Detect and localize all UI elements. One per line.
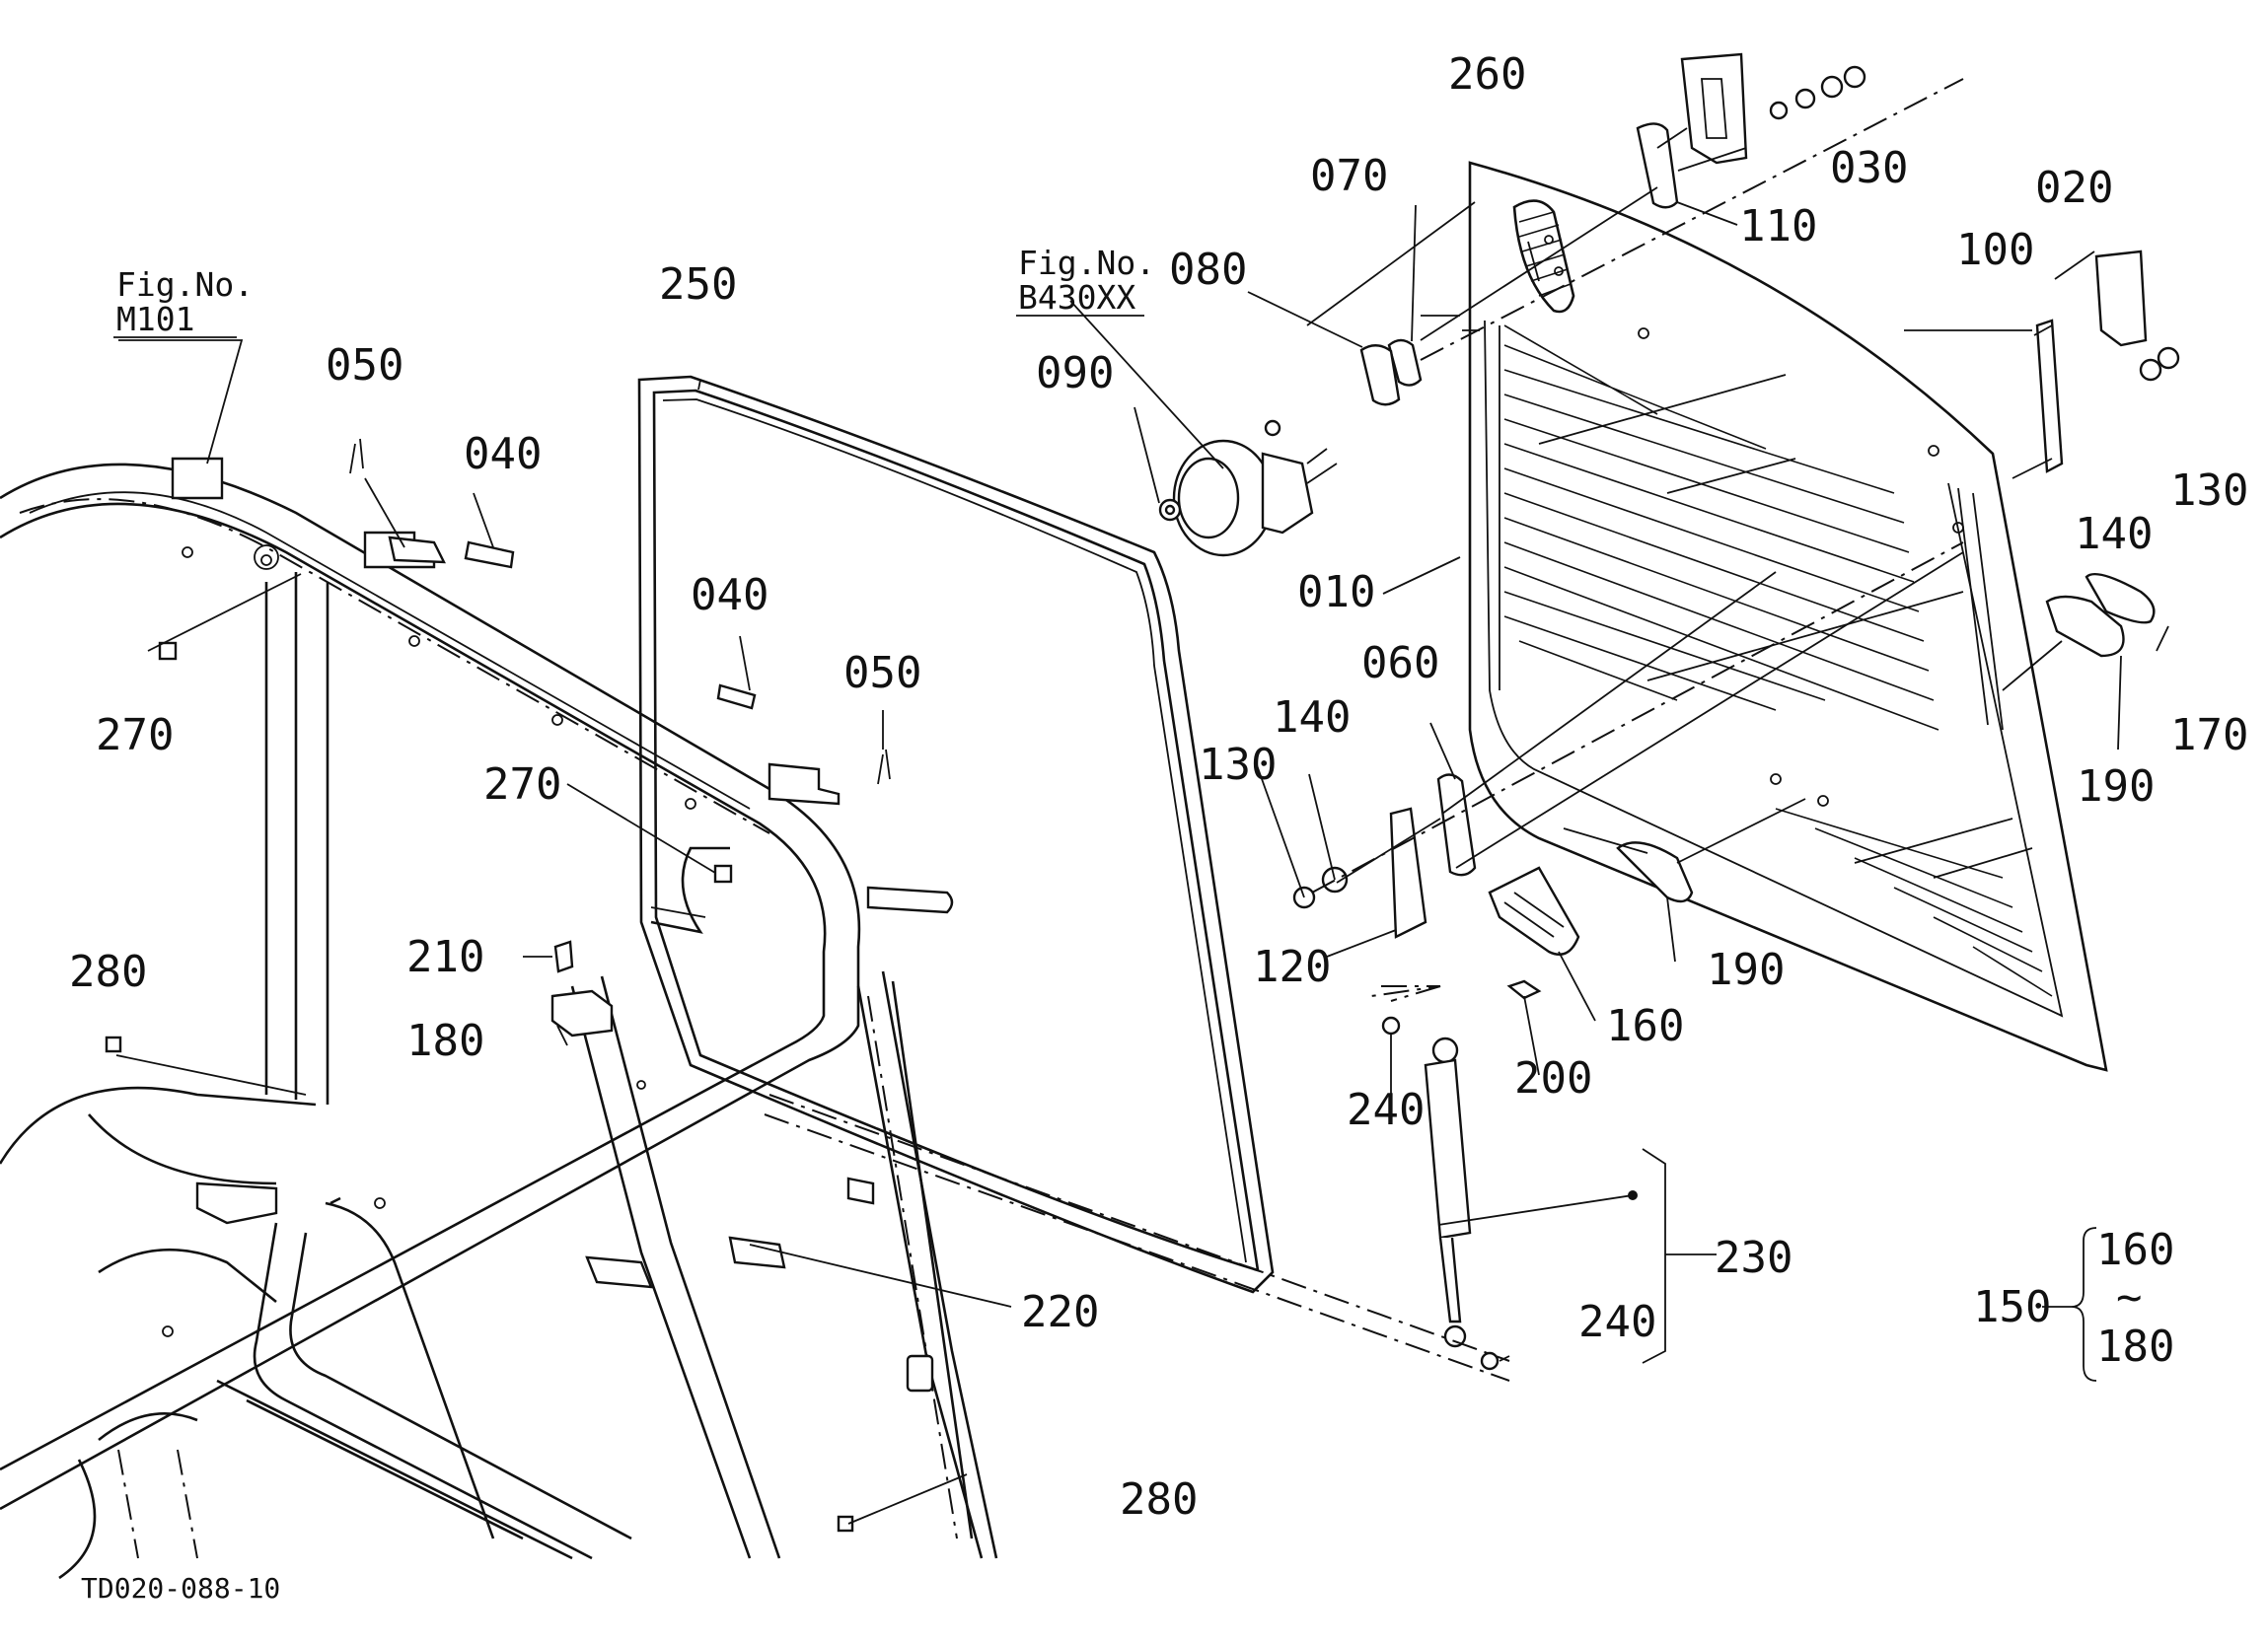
rear-glass-010: [1468, 161, 2108, 1072]
callout-130-left: 130: [1199, 740, 1277, 790]
set-group-tilde: ~: [2116, 1272, 2143, 1323]
callout-030: 030: [1830, 143, 1908, 193]
wiper-motor-080: [1158, 419, 1338, 557]
set-group-from: 160: [2096, 1225, 2174, 1275]
callout-270-center: 270: [483, 759, 561, 810]
callout-100: 100: [1956, 225, 2034, 275]
callout-130-right: 130: [2170, 465, 2248, 516]
callout-280-bottom: 280: [1120, 1474, 1198, 1525]
callout-110: 110: [1739, 201, 1817, 251]
set-group-to: 180: [2096, 1322, 2174, 1372]
callout-060: 060: [1361, 638, 1439, 688]
fig-ref-b430xx-line1: Fig.No.: [1018, 244, 1155, 282]
callout-050-left: 050: [326, 340, 403, 391]
callout-280-left: 280: [69, 947, 147, 997]
callout-labels: 010 020 030 040 040 050 050 060 070 080 …: [69, 49, 2248, 1525]
callout-080: 080: [1169, 245, 1247, 295]
callout-050-center: 050: [843, 648, 921, 698]
fig-ref-m101-line2: M101: [116, 300, 194, 338]
callout-260: 260: [1448, 49, 1526, 100]
callout-040-right: 040: [464, 429, 542, 479]
callout-070: 070: [1310, 151, 1388, 201]
callout-140-right: 140: [2075, 509, 2153, 559]
callout-090: 090: [1036, 348, 1114, 398]
set-group-label: 150: [1973, 1282, 2051, 1332]
callout-170: 170: [2170, 710, 2248, 760]
callout-240-lower: 240: [1578, 1297, 1656, 1347]
fig-ref-b430xx-line2: B430XX: [1018, 278, 1135, 317]
leader-lines: [115, 78, 2169, 1525]
set-group-150: 150 160 ~ 180: [1973, 1225, 2174, 1372]
diagram-code: TD020-088-10: [81, 1572, 280, 1605]
callout-250: 250: [659, 259, 737, 310]
callout-190-lower: 190: [1707, 945, 1785, 995]
cab-frame: [0, 457, 998, 1580]
callout-270-left: 270: [96, 710, 174, 760]
callout-230: 230: [1715, 1233, 1792, 1283]
hinge-plates: [105, 52, 2180, 1533]
callout-200: 200: [1514, 1053, 1592, 1104]
callout-220: 220: [1021, 1287, 1099, 1337]
callout-210: 210: [406, 932, 484, 982]
callout-240-upper: 240: [1347, 1085, 1425, 1135]
callout-180: 180: [406, 1016, 484, 1066]
fig-ref-m101-line1: Fig.No.: [116, 265, 254, 304]
callout-010: 010: [1297, 567, 1375, 617]
callout-120: 120: [1253, 942, 1331, 992]
callout-040-center: 040: [691, 570, 768, 620]
callout-190-right: 190: [2077, 761, 2155, 812]
window-seal-250: [637, 375, 1275, 1294]
callout-020: 020: [2035, 163, 2113, 213]
callout-160: 160: [1606, 1001, 1684, 1051]
callout-140-left: 140: [1273, 692, 1351, 743]
